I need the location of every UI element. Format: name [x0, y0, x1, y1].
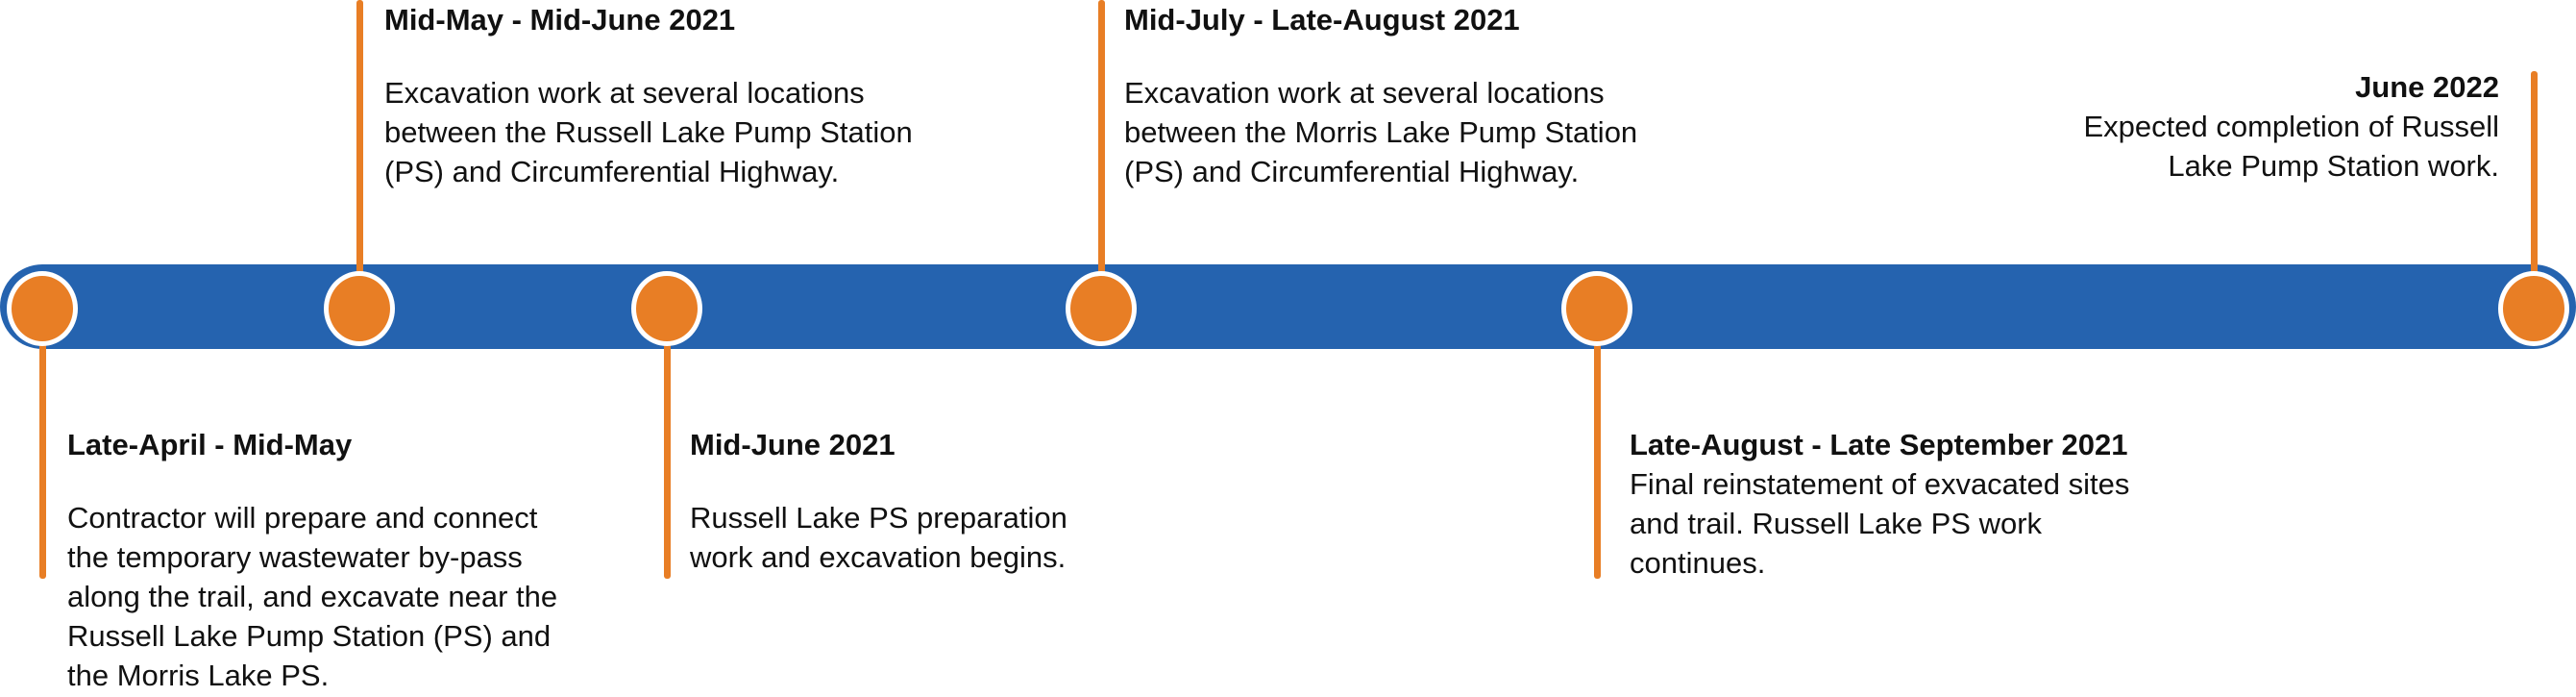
event-text: Russell Lake Pump Station (PS) and — [67, 619, 552, 653]
timeline-event: June 2022 Expected completion of Russell… — [2083, 67, 2499, 186]
event-text: continues. — [1630, 546, 1766, 580]
timeline-event: Mid-July - Late-August 2021 Excavation w… — [1124, 0, 1637, 191]
timeline-marker — [324, 271, 395, 346]
event-title: Late-April - Mid-May — [67, 428, 353, 461]
connector-stem — [1594, 327, 1601, 579]
event-text: and trail. Russell Lake PS work — [1630, 507, 2043, 540]
timeline-marker — [1066, 271, 1137, 346]
event-text: between the Russell Lake Pump Station — [384, 115, 913, 149]
event-title: June 2022 — [2355, 70, 2499, 104]
event-title: Mid-June 2021 — [690, 428, 895, 461]
event-text: (PS) and Circumferential Highway. — [384, 155, 840, 188]
event-text: Excavation work at several locations — [384, 76, 865, 110]
event-text: the Morris Lake PS. — [67, 659, 330, 692]
timeline-event: Mid-May - Mid-June 2021 Excavation work … — [384, 0, 913, 191]
connector-stem — [2531, 71, 2538, 288]
timeline-marker — [2498, 271, 2569, 346]
event-text: Russell Lake PS preparation — [690, 501, 1067, 535]
timeline-event: Mid-June 2021 Russell Lake PS preparatio… — [690, 425, 1067, 577]
timeline-bar — [0, 264, 2576, 349]
event-text: between the Morris Lake Pump Station — [1124, 115, 1638, 149]
event-text: Final reinstatement of exvacated sites — [1630, 467, 2130, 501]
timeline-marker — [1561, 271, 1632, 346]
timeline-event: Late-August - Late September 2021 Final … — [1630, 425, 2129, 583]
event-text: Contractor will prepare and connect — [67, 501, 538, 535]
event-text: the temporary wastewater by-pass — [67, 540, 523, 574]
event-text: work and excavation begins. — [690, 540, 1067, 574]
event-text: Expected completion of Russell — [2083, 110, 2499, 143]
event-title: Mid-July - Late-August 2021 — [1124, 3, 1520, 37]
event-text: Lake Pump Station work. — [2168, 149, 2499, 183]
connector-stem — [1098, 0, 1105, 288]
timeline-event: Late-April - Mid-May Contractor will pre… — [67, 425, 557, 695]
connector-stem — [356, 0, 363, 288]
timeline-marker — [631, 271, 702, 346]
connector-stem — [664, 327, 671, 579]
event-title: Mid-May - Mid-June 2021 — [384, 3, 736, 37]
event-text: along the trail, and excavate near the — [67, 580, 558, 613]
event-title: Late-August - Late September 2021 — [1630, 428, 2128, 461]
event-text: Excavation work at several locations — [1124, 76, 1605, 110]
event-text: (PS) and Circumferential Highway. — [1124, 155, 1580, 188]
timeline-marker — [7, 271, 78, 346]
connector-stem — [39, 327, 46, 579]
